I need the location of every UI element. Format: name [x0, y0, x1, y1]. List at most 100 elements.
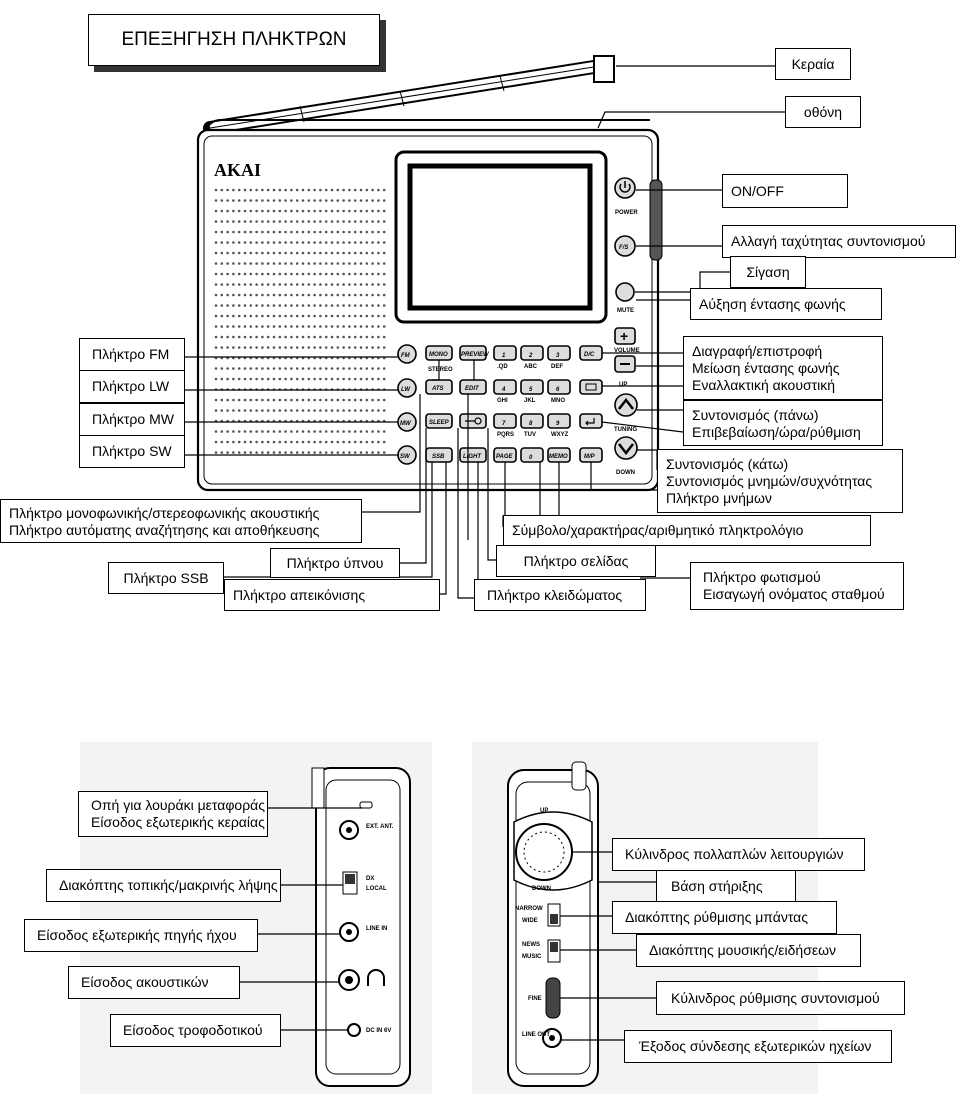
tuning-up-button[interactable] [614, 393, 638, 417]
label-tuning-speed: Αλλαγή ταχύτητας συντονισμού [722, 225, 956, 258]
label-group-delete-volume: Διαγραφή/επιστροφή Μείωση έντασης φωνής … [683, 336, 883, 400]
keypad-digit-text: 9 [556, 421, 560, 427]
dx-label: DX [366, 876, 374, 882]
label-tuning-wheel: Κύλινδρος ρύθμισης συντονισμού [656, 981, 905, 1015]
ats-key-text: ATS [431, 386, 444, 392]
label-group-mono-ats: Πλήκτρο μονοφωνικής/στερεοφωνικής ακουστ… [0, 499, 362, 543]
label-power-in: Είσοδος τροφοδοτικού [110, 1014, 281, 1047]
label-group-strap: Οπή για λουράκι μεταφοράς Είσοδος εξωτερ… [78, 791, 268, 837]
label-display: Πλήκτρο απεικόνισης [224, 579, 440, 611]
label-mono: Πλήκτρο μονοφωνικής/στερεοφωνικής ακουστ… [9, 505, 320, 521]
mute-label: MUTE [617, 308, 634, 314]
local-label: LOCAL [366, 886, 387, 892]
label-mute: Σίγαση [730, 256, 806, 288]
label-page: Πλήκτρο σελίδας [496, 545, 656, 577]
wheel-down-label: DOWN [532, 886, 551, 892]
label-band-switch: Διακόπτης ρύθμισης μπάντας [612, 901, 837, 934]
keypad-key-0[interactable] [520, 447, 544, 463]
power-label: POWER [615, 210, 638, 216]
edit-key[interactable] [459, 379, 487, 395]
label-line-out: Έξοδος σύνδεσης εξωτερικών ηχείων [624, 1030, 892, 1063]
screen-display [407, 163, 593, 311]
fine-tuning-wheel[interactable] [545, 977, 561, 1019]
keypad-key-7[interactable] [493, 413, 517, 429]
keypad-key-1[interactable] [493, 345, 517, 361]
keypad-digit-text: 4 [501, 387, 506, 393]
keypad-digit-text: 1 [502, 353, 506, 359]
page-title: ΕΠΕΞΗΓΗΣΗ ΠΛΗΚΤΡΩΝ [88, 14, 380, 66]
keypad-letters-text: .QD [497, 364, 508, 370]
preview-key[interactable] [459, 345, 487, 361]
label-keypad: Σύμβολο/χαρακτήρας/αριθμητικό πληκτρολόγ… [503, 515, 871, 546]
tuning-down-button[interactable] [614, 436, 638, 460]
volume-label: VOLUME [614, 348, 640, 354]
label-volume-down: Μείωση έντασης φωνής [692, 360, 840, 376]
keypad-key-5[interactable] [520, 379, 544, 395]
keypad-key-6[interactable] [547, 379, 571, 395]
keypad-key-2[interactable] [520, 345, 544, 361]
keypad-letters-text: PQRS [497, 432, 514, 438]
radio-left-side [315, 767, 411, 1087]
fm-key[interactable] [397, 344, 417, 364]
enter-key[interactable] [579, 413, 603, 429]
sleep-key[interactable] [425, 413, 453, 429]
keypad-key-8[interactable] [520, 413, 544, 429]
label-group-tuning-up: Συντονισμός (πάνω) Επιβεβαίωση/ώρα/ρύθμι… [683, 400, 883, 446]
volume-up-button[interactable] [614, 327, 636, 345]
ext-ant-label: EXT. ANT. [366, 824, 394, 830]
keypad-letters-text: JKL [524, 398, 536, 404]
label-lw: Πλήκτρο LW [79, 370, 185, 403]
brand-text: AKAI [214, 160, 261, 180]
mute-button[interactable] [615, 282, 635, 302]
label-multi-wheel: Κύλινδρος πολλαπλών λειτουργιών [612, 838, 865, 871]
label-stand: Βάση στήριξης [656, 870, 796, 902]
page-key-text: PAGE [496, 454, 514, 460]
svg-text:F/S: F/S [619, 245, 628, 251]
memo-key-text: MEMO [549, 454, 568, 460]
lw-key[interactable] [397, 378, 417, 398]
strap-hole [359, 801, 373, 809]
fs-button[interactable] [614, 235, 636, 257]
stereo-label: STEREO [428, 367, 453, 373]
label-mw: Πλήκτρο MW [79, 403, 185, 436]
label-memory-tuning: Συντονισμός μνημών/συχνότητας [666, 473, 873, 489]
keypad-digit-text: 7 [502, 421, 506, 427]
label-local: Διακόπτης τοπικής/μακρινής λήψης [46, 869, 281, 902]
alt-sound-key[interactable] [579, 379, 603, 395]
label-tuning-up: Συντονισμός (πάνω) [692, 407, 819, 423]
label-volume-up: Αύξηση έντασης φωνής [690, 288, 882, 320]
label-ext-antenna: Είσοδος εξωτερικής κεραίας [91, 814, 265, 830]
light-key[interactable] [459, 447, 487, 463]
keypad-digit-text: 6 [556, 387, 560, 393]
label-ssb: Πλήκτρο SSB [108, 562, 224, 594]
sw-key-text: SW [400, 454, 411, 460]
dc-key-text: D/C [584, 352, 595, 358]
svg-text:+: + [620, 328, 628, 344]
label-strap: Οπή για λουράκι μεταφοράς [91, 797, 266, 813]
mp-key-text: M/P [584, 454, 596, 460]
fine-label: FINE [528, 996, 542, 1002]
side-wheel[interactable] [649, 179, 663, 261]
dc-in-label: DC IN 6V [366, 1028, 391, 1034]
keypad-key-9[interactable] [547, 413, 571, 429]
label-lock: Πλήκτρο κλειδώματος [474, 579, 646, 611]
label-group-tuning-down: Συντονισμός (κάτω) Συντονισμός μνημών/συ… [657, 449, 903, 513]
sleep-key-text: SLEEP [429, 420, 450, 426]
label-memory-key: Πλήκτρο μνήμων [666, 490, 772, 506]
keypad-digit-text: 3 [556, 353, 560, 359]
label-station-name: Εισαγωγή ονόματος σταθμού [703, 586, 885, 602]
antenna-drawing [203, 55, 650, 141]
fm-key-text: FM [401, 353, 411, 359]
dc-in-jack[interactable] [347, 1023, 361, 1037]
keypad-key-4[interactable] [493, 379, 517, 395]
label-ats: Πλήκτρο αυτόματης αναζήτησης και αποθήκε… [9, 522, 320, 538]
keypad-key-3[interactable] [547, 345, 571, 361]
tuning-label: TUNING [614, 427, 637, 433]
label-screen: οθόνη [785, 96, 861, 128]
line-out-label: LINE OUT [522, 1032, 550, 1038]
label-delete: Διαγραφή/επιστροφή [692, 343, 823, 359]
headphones-icon [367, 969, 385, 986]
